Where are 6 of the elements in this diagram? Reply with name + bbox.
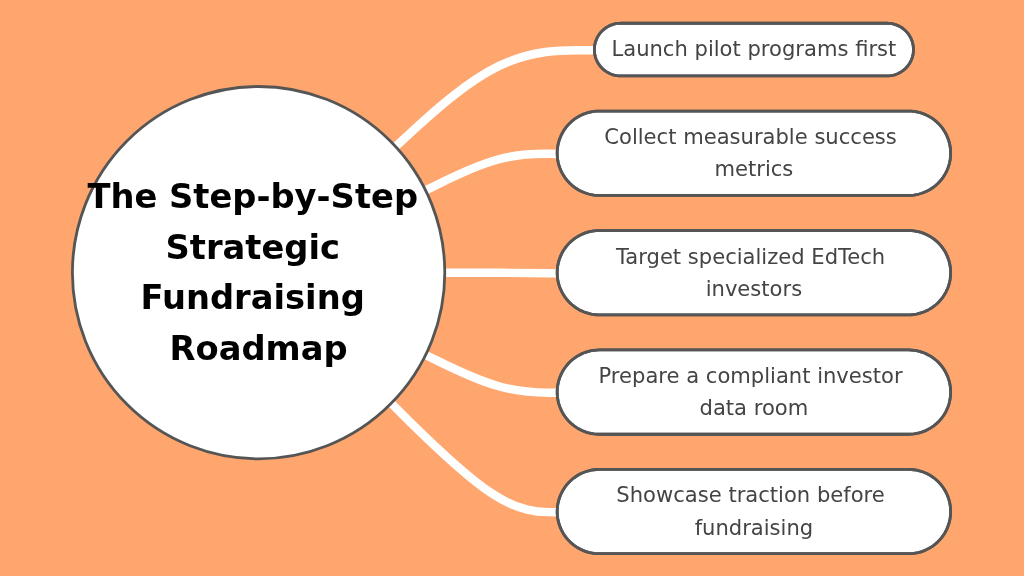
connector (388, 399, 559, 516)
connector (445, 267, 559, 278)
connector (424, 350, 559, 397)
connector (424, 149, 559, 194)
node-circle: The Step-by-Step Strategic Fundraising Roadmap (71, 84, 447, 460)
connector (393, 45, 596, 150)
